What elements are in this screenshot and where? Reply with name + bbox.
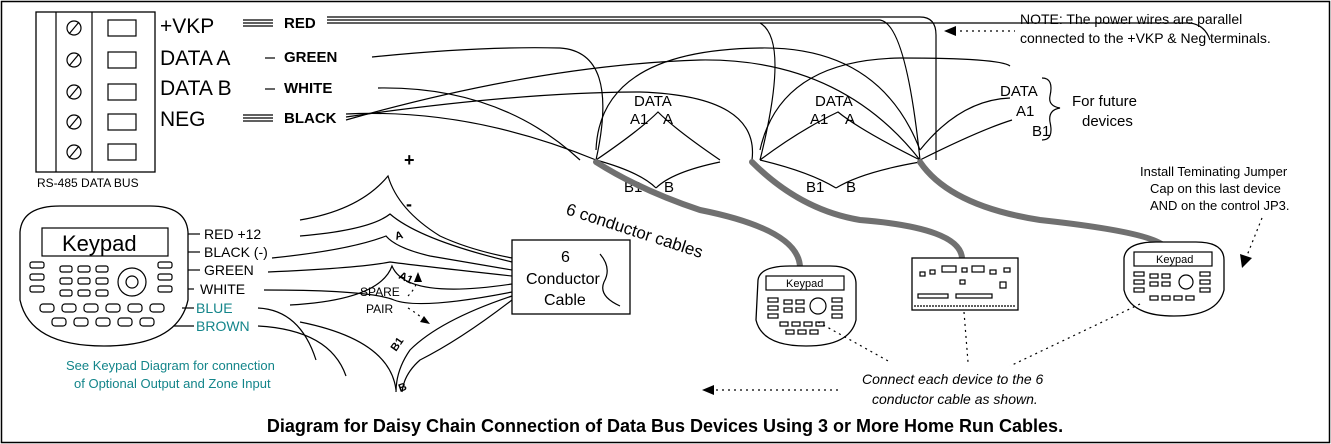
cable-box-line2: Conductor xyxy=(526,271,600,288)
future-devices: DATA A1 B1 For future devices xyxy=(1000,77,1137,141)
keypad-wire-blue: BLUE xyxy=(196,300,233,316)
spare-pair-line2: PAIR xyxy=(366,302,393,316)
keypad-wires xyxy=(174,233,347,377)
diagram-title: Diagram for Daisy Chain Connection of Da… xyxy=(267,416,1063,436)
svg-text:B1: B1 xyxy=(806,179,824,196)
svg-text:B: B xyxy=(664,179,674,196)
keypad-note-line1: See Keypad Diagram for connection xyxy=(66,358,275,373)
gray-cables xyxy=(593,159,1167,271)
wire-label-red: RED xyxy=(284,15,316,32)
svg-text:A: A xyxy=(845,111,855,128)
device-expander-board xyxy=(911,257,1019,311)
terminal-connectors xyxy=(243,19,275,122)
note-line2: connected to the +VKP & Neg terminals. xyxy=(1020,30,1271,46)
install-note-line2: Cap on this last device xyxy=(1150,181,1281,196)
svg-text:DATA: DATA xyxy=(815,93,853,110)
keypad-large xyxy=(19,205,189,347)
spare-arrowhead-down xyxy=(420,316,430,324)
terminal-caption: RS-485 DATA BUS xyxy=(37,176,139,190)
cable-box-line1: 6 xyxy=(561,249,570,266)
cable-box xyxy=(511,239,631,315)
svg-text:A1: A1 xyxy=(1016,103,1034,120)
terminal-label-vkp: +VKP xyxy=(160,15,214,38)
wire-label-green: GREEN xyxy=(284,49,337,66)
svg-text:Keypad: Keypad xyxy=(786,278,823,290)
connect-note-line2: conductor cable as shown. xyxy=(872,391,1038,407)
conductor-label-a: A xyxy=(394,229,405,243)
connect-note-line1: Connect each device to the 6 xyxy=(862,371,1044,387)
polarity-plus: + xyxy=(404,150,415,170)
keypad-wire-green: GREEN xyxy=(204,262,254,278)
screw-icons xyxy=(66,20,82,160)
connect-note-arrows xyxy=(702,303,1141,395)
install-arrowhead xyxy=(1240,254,1252,268)
conductor-label-b1: B1 xyxy=(389,335,407,353)
keypad-wire-white: WHITE xyxy=(200,281,245,297)
junction-1: DATA A1 A B1 B xyxy=(595,93,721,196)
spare-arrow-down xyxy=(407,307,425,321)
terminal-label-neg: NEG xyxy=(160,108,206,131)
terminal-slots xyxy=(107,19,137,161)
device-keypad-3: Keypad xyxy=(1123,241,1225,317)
svg-text:DATA: DATA xyxy=(634,93,672,110)
wire-label-black: BLACK xyxy=(284,110,337,127)
svg-text:Keypad: Keypad xyxy=(1156,254,1193,266)
keypad-wire-red: RED +12 xyxy=(204,226,261,242)
keypad-note-line2: of Optional Output and Zone Input xyxy=(74,376,271,391)
spare-pair-line1: SPARE xyxy=(360,285,400,299)
install-note-line3: AND on the control JP3. xyxy=(1150,198,1289,213)
terminal-block xyxy=(35,11,156,173)
cable-box-line3: Cable xyxy=(544,292,586,309)
keypad-wire-brown: BROWN xyxy=(196,318,250,334)
device-keypad-1: Keypad xyxy=(755,265,857,347)
polarity-curves xyxy=(263,174,513,393)
terminal-label-data-b: DATA B xyxy=(160,77,232,100)
svg-text:DATA: DATA xyxy=(1000,83,1038,100)
svg-text:B1: B1 xyxy=(1032,123,1050,140)
svg-text:B: B xyxy=(846,179,856,196)
bus-wires xyxy=(327,16,1211,161)
svg-text:For future: For future xyxy=(1072,93,1137,110)
conductor-label-a1: A1 xyxy=(397,270,415,287)
keypad-wire-black: BLACK (-) xyxy=(204,244,268,260)
wire-label-white: WHITE xyxy=(284,80,332,97)
polarity-minus: - xyxy=(406,194,412,214)
spare-arrowhead-up xyxy=(414,272,422,282)
note-line1: NOTE: The power wires are parallel xyxy=(1020,11,1242,27)
install-note-line1: Install Teminating Jumper xyxy=(1140,164,1288,179)
svg-text:A1: A1 xyxy=(630,111,648,128)
svg-text:A: A xyxy=(663,111,673,128)
terminal-label-data-a: DATA A xyxy=(160,47,230,70)
note-arrowhead xyxy=(944,26,956,36)
conductor-label-b: B xyxy=(397,381,409,395)
keypad-title: Keypad xyxy=(62,231,137,256)
svg-text:devices: devices xyxy=(1082,113,1133,130)
junction-2: DATA A1 A B1 B xyxy=(759,93,921,196)
install-arrow xyxy=(1245,217,1263,259)
